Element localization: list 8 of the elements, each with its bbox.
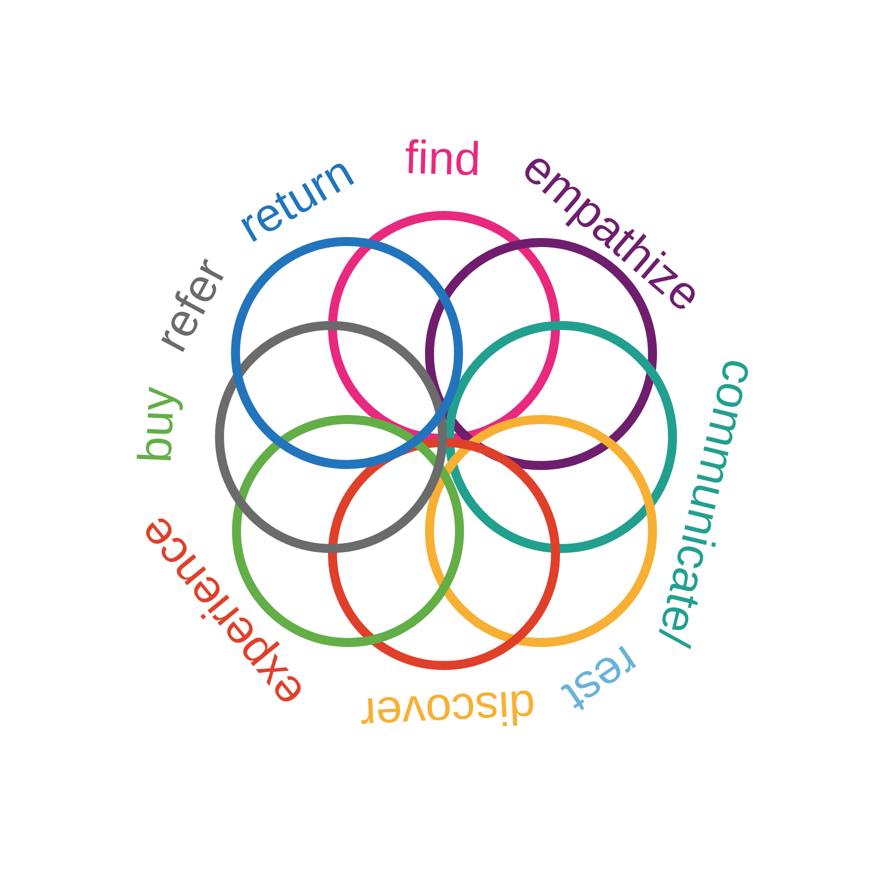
- ring-label: buy: [136, 386, 183, 460]
- circle-outline: [425, 415, 657, 647]
- ring-label: discover: [362, 690, 534, 726]
- ring-label: find: [406, 139, 478, 176]
- ring-label: refer: [161, 258, 224, 352]
- ring-label: return: [241, 164, 354, 242]
- ring-label: rest: [560, 646, 636, 710]
- circle-outline: [328, 438, 560, 670]
